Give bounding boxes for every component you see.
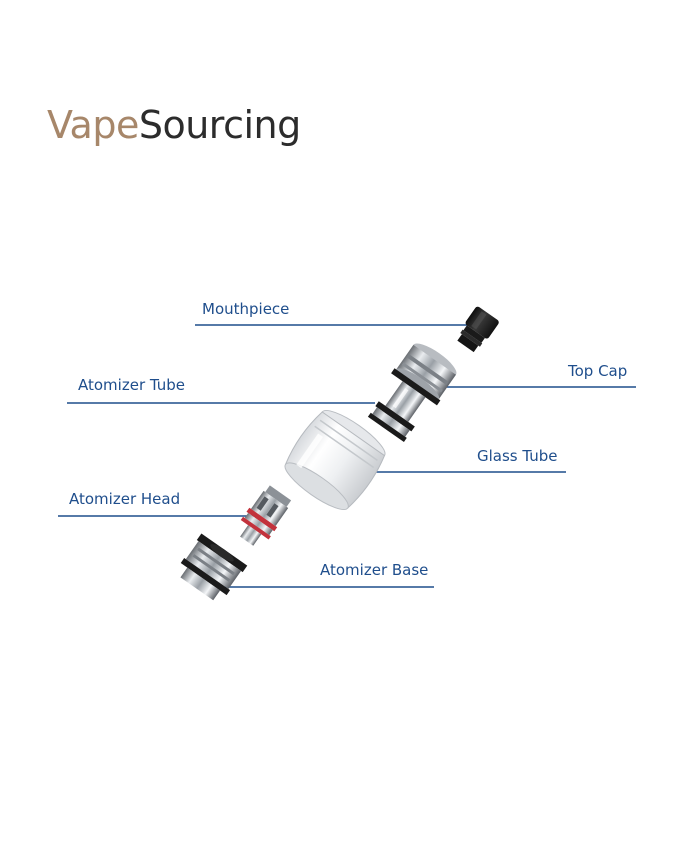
glass-tube-part <box>284 410 386 510</box>
atomizer-base-part <box>180 533 248 601</box>
atomizer-head-part <box>240 485 292 546</box>
label-atomizer-base: Atomizer Base <box>320 561 429 579</box>
label-atomizer-head: Atomizer Head <box>69 490 181 508</box>
label-mouthpiece: Mouthpiece <box>202 300 290 318</box>
logo-sourcing-text: Sourcing <box>138 103 301 147</box>
label-top-cap: Top Cap <box>568 362 628 380</box>
leader-lines <box>58 324 636 588</box>
atomizer-tube-part <box>367 381 426 443</box>
label-glass-tube: Glass Tube <box>477 447 558 465</box>
label-atomizer-tube: Atomizer Tube <box>78 376 186 394</box>
top-cap-part <box>391 343 457 406</box>
vapesourcing-logo: VapeSourcing <box>47 106 301 144</box>
mouthpiece-part <box>457 306 499 353</box>
logo-vape-text: Vape <box>47 103 139 147</box>
